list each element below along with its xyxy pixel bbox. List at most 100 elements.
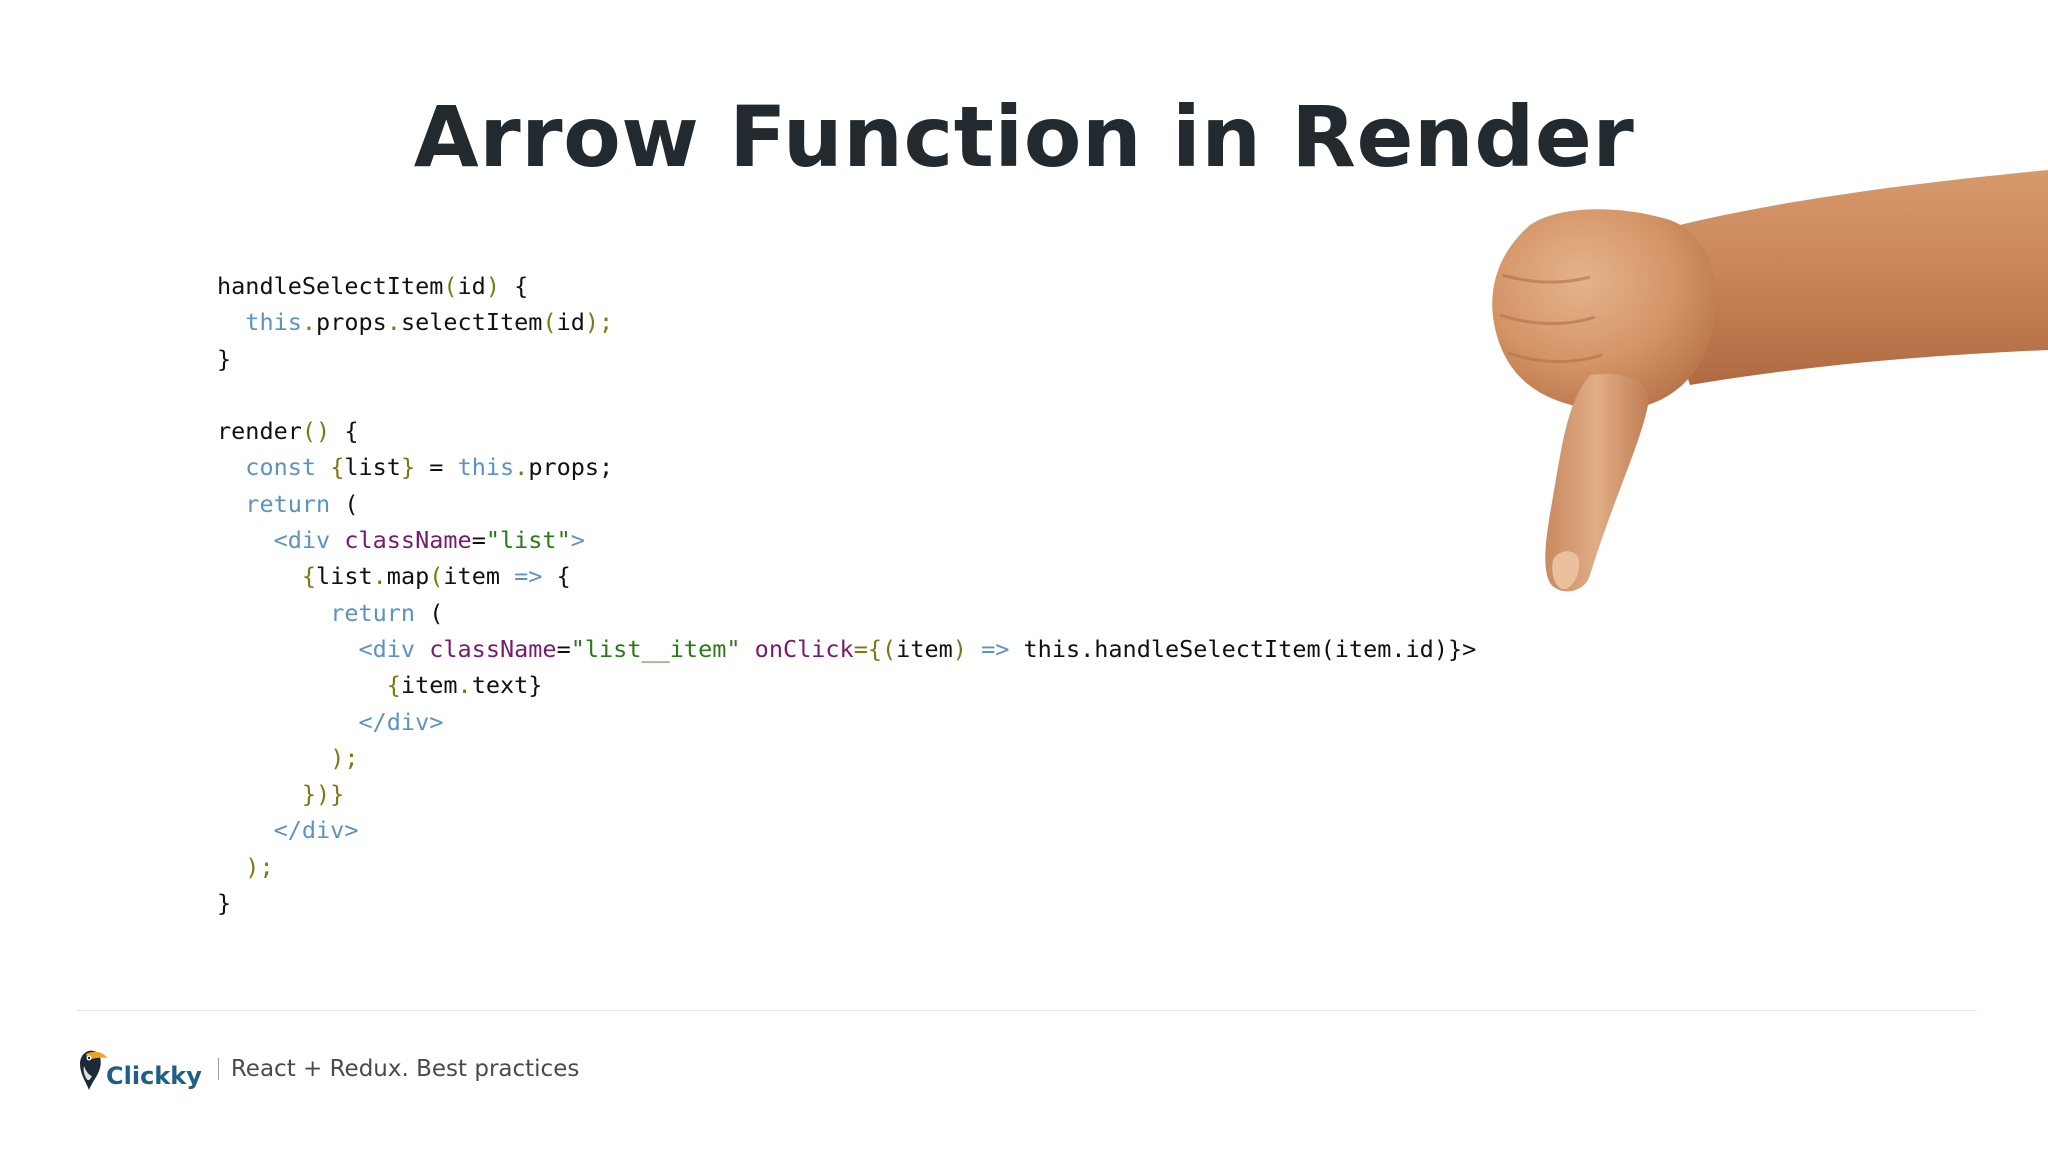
code-token: ( <box>415 598 444 627</box>
code-token: = <box>415 453 458 482</box>
code-token: props <box>316 308 387 337</box>
code-line: </div> <box>217 704 1476 740</box>
code-token: . <box>457 671 472 700</box>
code-token: ); <box>584 308 614 337</box>
code-token <box>217 780 302 808</box>
code-token: { <box>386 671 401 700</box>
code-token: ); <box>245 852 274 881</box>
code-line: {item.text} <box>217 667 1476 703</box>
code-token <box>967 635 981 663</box>
code-token: "list" <box>485 526 571 555</box>
slide-title: Arrow Function in Render <box>413 88 1635 186</box>
code-token: } <box>217 889 232 918</box>
code-token: "list__item" <box>570 634 741 663</box>
code-token <box>217 708 358 736</box>
code-token <box>217 453 245 481</box>
code-token <box>217 816 274 844</box>
code-token: return <box>330 598 416 627</box>
code-line: handleSelectItem(id) { <box>217 268 1476 304</box>
clickky-logo: Clickky <box>76 1046 202 1092</box>
footer: Clickky React + Redux. Best practices <box>76 1044 579 1094</box>
code-token: <div <box>358 634 416 663</box>
code-token: { <box>330 417 359 446</box>
code-token: id <box>457 272 486 300</box>
code-token: id <box>556 308 585 337</box>
code-token: = <box>471 526 486 555</box>
code-token: render <box>217 417 302 446</box>
code-token: . <box>372 562 387 591</box>
code-token: . <box>514 453 529 482</box>
code-token <box>217 853 245 881</box>
code-token <box>217 308 245 336</box>
code-token: className <box>344 526 472 555</box>
code-token <box>217 490 245 518</box>
code-token: selectItem <box>400 308 543 337</box>
footer-caption: React + Redux. Best practices <box>230 1056 580 1082</box>
code-token: { <box>542 562 571 591</box>
code-token: <div <box>273 526 331 555</box>
code-token <box>217 526 274 554</box>
code-token: { <box>301 562 317 591</box>
code-token: ) <box>952 634 967 663</box>
code-token <box>217 599 330 627</box>
code-token: } <box>400 453 416 482</box>
code-line: return ( <box>217 486 1476 522</box>
code-line: </div> <box>217 812 1476 848</box>
thumbs-down-hand-image <box>1492 170 2048 592</box>
code-token: > <box>570 526 585 555</box>
code-line: return ( <box>217 595 1476 631</box>
code-token: ( <box>429 562 444 591</box>
code-token: . <box>301 308 317 337</box>
code-token: list <box>344 453 401 482</box>
code-token: ( <box>443 272 458 300</box>
code-token: item <box>896 634 953 663</box>
code-token: return <box>245 489 331 518</box>
code-token <box>217 744 330 772</box>
code-token: ( <box>330 489 359 518</box>
code-line: render() { <box>217 413 1476 449</box>
code-token: handleSelectItem <box>217 272 444 300</box>
code-token: => <box>981 634 1010 663</box>
code-token: item <box>400 671 458 700</box>
code-token: = <box>556 634 571 663</box>
code-block: handleSelectItem(id) { this.props.select… <box>217 268 1476 921</box>
code-token <box>316 453 330 481</box>
footer-separator <box>217 1058 219 1080</box>
code-token: } <box>217 344 232 373</box>
code-token: map <box>386 562 430 591</box>
code-line: const {list} = this.props; <box>217 449 1476 485</box>
code-line <box>217 377 1476 413</box>
code-token: ={( <box>853 634 897 663</box>
code-line: } <box>217 885 1476 921</box>
code-token: { <box>330 453 345 482</box>
code-line: <div className="list__item" onClick={(it… <box>217 631 1476 667</box>
code-token: item <box>443 562 515 591</box>
code-token: { <box>499 272 529 300</box>
code-token <box>741 635 755 663</box>
code-token <box>330 526 344 554</box>
code-token: ( <box>542 308 557 337</box>
code-line: this.props.selectItem(id); <box>217 304 1476 340</box>
code-line: })} <box>217 776 1476 812</box>
code-token: props; <box>528 453 614 482</box>
code-line: {list.map(item => { <box>217 558 1476 594</box>
code-token: this.handleSelectItem(item.id)}> <box>1009 634 1477 663</box>
code-token <box>415 635 429 663</box>
code-token: . <box>386 308 401 337</box>
code-token: this <box>457 453 515 482</box>
code-token: text} <box>471 671 543 700</box>
logo-text: Clickky <box>106 1062 202 1090</box>
code-token: </div> <box>273 816 359 845</box>
code-token: onClick <box>754 634 854 663</box>
code-token <box>217 671 387 699</box>
code-token <box>217 562 302 590</box>
code-token: () <box>301 417 331 446</box>
footer-divider <box>77 1010 1977 1011</box>
code-token: })} <box>301 780 345 809</box>
code-token: this <box>245 308 302 337</box>
code-line: } <box>217 341 1476 377</box>
code-token <box>217 635 358 663</box>
code-token: list <box>316 562 373 591</box>
toucan-logo-icon <box>80 1050 107 1090</box>
code-token: const <box>245 453 317 482</box>
